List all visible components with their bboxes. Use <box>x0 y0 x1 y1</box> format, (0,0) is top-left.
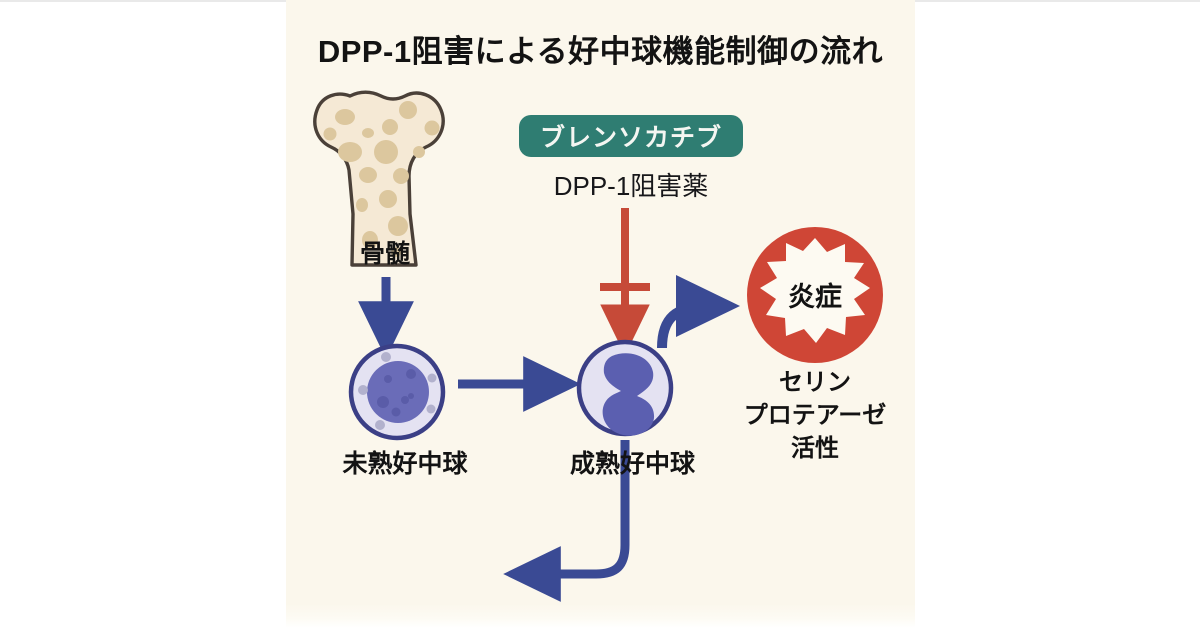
serine-protease-line-1: セリン <box>779 369 851 396</box>
serine-protease-label: セリン プロテアーゼ 活性 <box>715 366 915 465</box>
arrow-mature-to-inflammation <box>657 275 740 349</box>
drug-name-badge[interactable]: ブレンソカチブ <box>519 115 743 157</box>
arrow-drug-inhibition <box>600 208 650 356</box>
drug-name-label: ブレンソカチブ <box>539 124 722 152</box>
panel-bottom-fade <box>286 604 915 628</box>
inflammation-burst <box>760 238 870 343</box>
serine-protease-line-2: プロテアーゼ <box>743 402 887 429</box>
arrow-mature-recirculation <box>503 440 630 602</box>
bone-marrow-spots <box>323 101 440 257</box>
page-title: DPP-1阻害による好中球機能制御の流れ <box>317 34 884 69</box>
serine-protease-line-3: 活性 <box>791 435 839 462</box>
mature-cell-nucleus <box>602 353 655 436</box>
mature-neutrophil-illustration <box>576 339 674 437</box>
inflammation-illustration <box>747 227 883 363</box>
bone-marrow-illustration <box>313 90 445 267</box>
inflammation-label: 炎症 <box>788 282 842 312</box>
drug-class-label: DPP-1阻害薬 <box>553 171 709 201</box>
cytoplasm-granules <box>358 352 437 430</box>
mature-neutrophil-label: 成熟好中球 <box>569 450 695 478</box>
immature-neutrophil-label: 未熟好中球 <box>342 450 468 478</box>
immature-neutrophil-illustration <box>348 343 446 441</box>
nucleus-granules <box>377 369 416 417</box>
bone-marrow-label: 骨髄 <box>359 240 410 268</box>
